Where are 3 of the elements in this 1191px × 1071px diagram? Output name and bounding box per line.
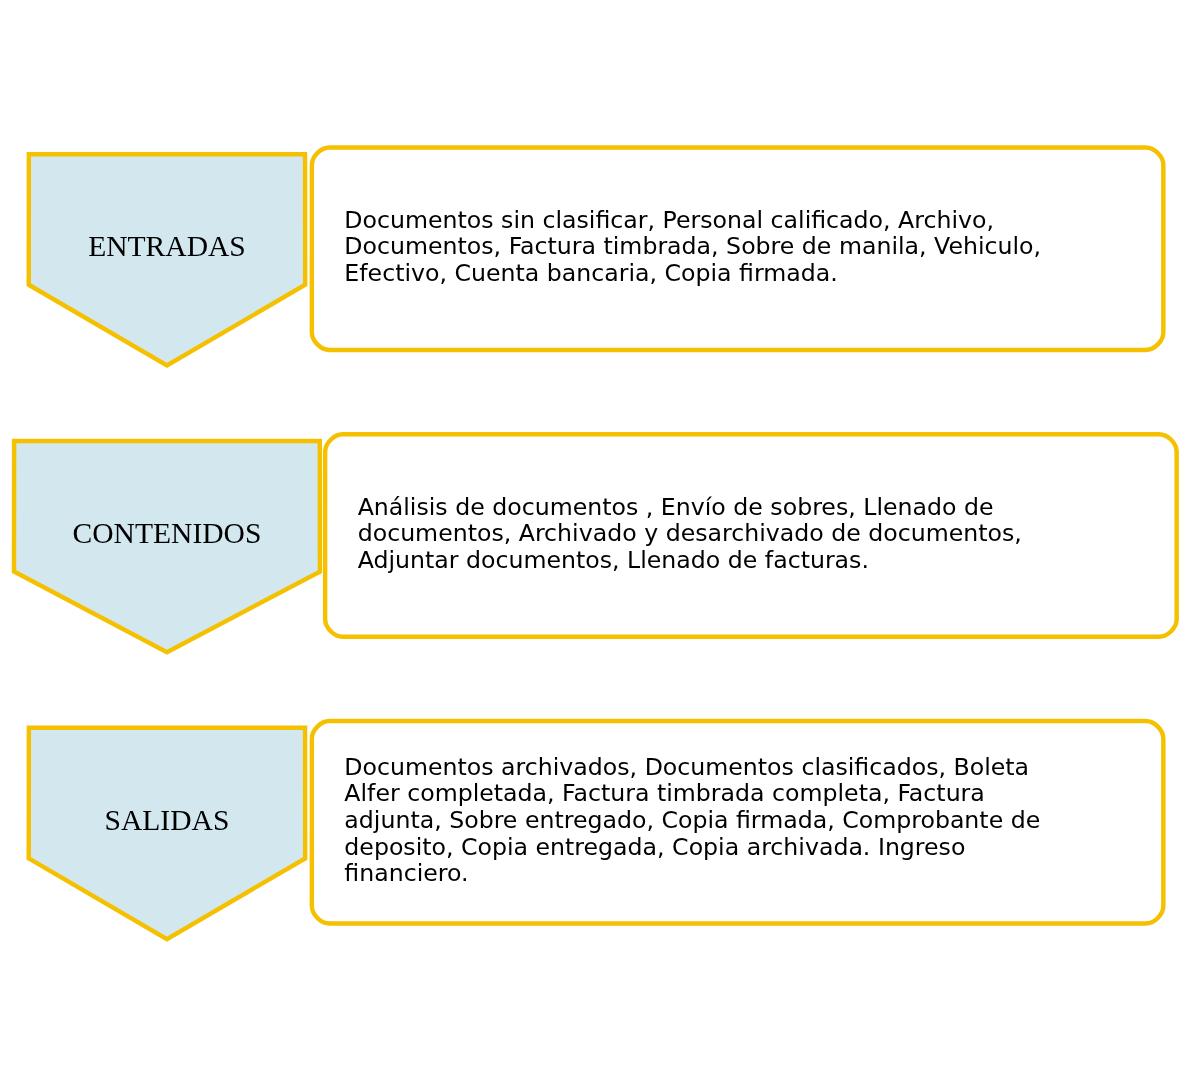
node-box: Documentos archivados, Documentos clasificados, Boleta Alfer completada, Factura timbrada completa, Factura adjunta, Sobre entregado, Copia firmada, Comprobante de deposito, Copia entregada, Copia archivada. Ingreso financiero. bbox=[309, 718, 1166, 926]
node-box: Análisis de documentos , Envío de sobres, Llenado de documentos, Archivado y desarchivado de documentos, Adjuntar documentos, Llenado de facturas. bbox=[322, 432, 1179, 639]
node-box: Documentos sin clasificar, Personal calificado, Archivo, Documentos, Factura timbrada, Sobre de manila, Vehiculo, Efectivo, Cuenta bancaria, Copia firmada. bbox=[309, 145, 1166, 353]
